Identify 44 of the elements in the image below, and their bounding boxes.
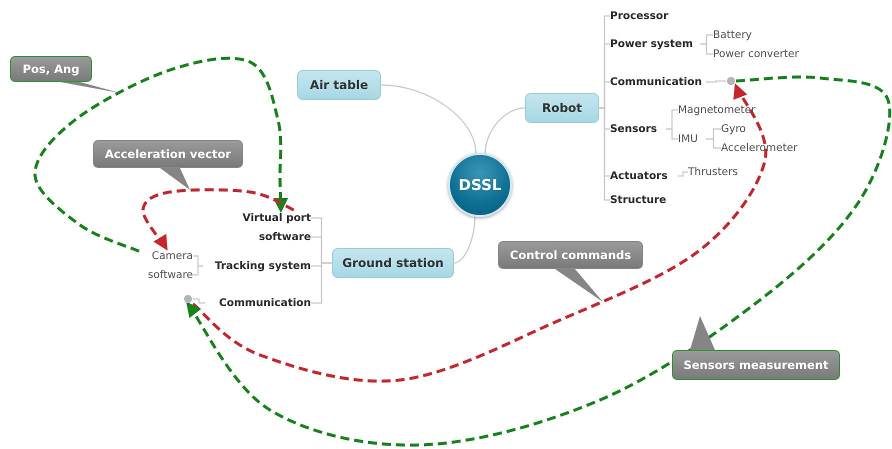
node-label: Camera xyxy=(152,250,193,262)
edge-label: Acceleration vector xyxy=(93,140,243,168)
node-label: DSSL xyxy=(458,176,502,194)
branch-line xyxy=(484,107,526,154)
branch-line xyxy=(193,298,205,304)
branch-line xyxy=(706,80,726,83)
edge-label: Control commands xyxy=(498,241,643,269)
node-label: Power converter xyxy=(713,48,799,60)
branch-line xyxy=(193,265,203,276)
node-label: software xyxy=(148,269,193,281)
node-label: Battery xyxy=(713,29,752,41)
node-label: software xyxy=(258,231,311,243)
node-label: Tracking system xyxy=(214,260,311,272)
branch-line xyxy=(380,84,476,154)
node-label: Processor xyxy=(610,10,668,22)
node-label: Robot xyxy=(542,101,582,115)
branch-line xyxy=(700,43,713,55)
node-label: Gyro xyxy=(721,123,746,135)
branch-line xyxy=(454,216,476,264)
dashed-arrow xyxy=(142,188,294,250)
edge-label: Sensors measurement xyxy=(672,350,840,380)
node-label: Magnetometer xyxy=(678,104,756,116)
dashed-arrow xyxy=(192,83,768,383)
dashed-arrow xyxy=(34,56,288,253)
node-label: Thrusters xyxy=(688,166,738,178)
branch-line xyxy=(311,262,332,304)
dashed-arrow xyxy=(186,76,892,447)
node-label: Accelerometer xyxy=(721,142,798,154)
branch-line xyxy=(678,171,688,177)
edge-label: Pos, Ang xyxy=(10,56,92,82)
node-label: Communication xyxy=(610,76,702,88)
node-label: Structure xyxy=(610,194,666,206)
node-label: Ground station xyxy=(342,256,444,270)
end-dot xyxy=(726,76,736,86)
node-label: Communication xyxy=(219,297,311,309)
node-label: Virtual port xyxy=(242,212,311,224)
node-label: IMU xyxy=(678,133,698,145)
branch-line xyxy=(706,138,721,149)
end-dot xyxy=(183,294,193,304)
branch-line xyxy=(666,128,678,140)
node-label: Actuators xyxy=(610,170,668,182)
node-label: Power system xyxy=(610,38,693,50)
node-label: Sensors xyxy=(610,123,658,135)
node-label: Air table xyxy=(310,78,368,92)
